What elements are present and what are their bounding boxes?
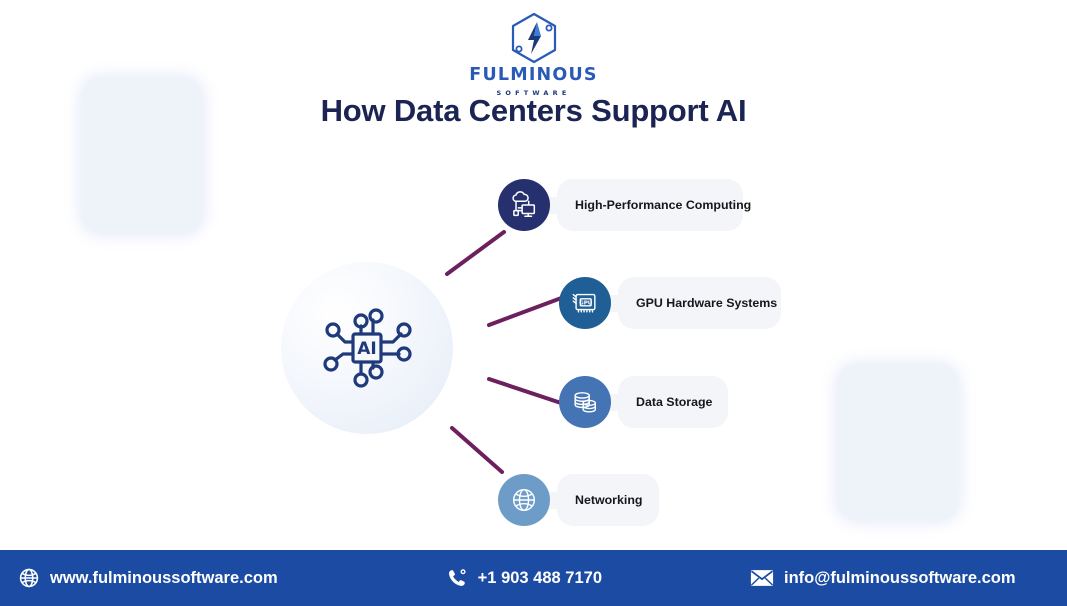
footer-website-text: www.fulminoussoftware.com	[50, 568, 278, 587]
deco-block-left	[82, 78, 202, 233]
gpu-icon-text: GPU	[579, 300, 593, 306]
connector-line-3	[487, 377, 566, 406]
node-data-storage[interactable]: Data Storage	[559, 376, 728, 428]
node-label-pill: Data Storage	[618, 376, 728, 428]
node-label-pill: High-Performance Computing	[557, 179, 751, 231]
envelope-icon	[750, 570, 774, 586]
deco-block-right	[838, 365, 958, 520]
connector-line-1	[445, 230, 506, 276]
node-high-performance-computing[interactable]: High-Performance Computing	[498, 179, 751, 231]
node-icon-circle	[498, 474, 550, 526]
node-label: High-Performance Computing	[575, 198, 752, 212]
database-stack-icon	[574, 392, 597, 413]
footer-email-text: info@fulminoussoftware.com	[784, 568, 1016, 587]
node-label: Networking	[575, 493, 643, 507]
node-label-pill: GPU Hardware Systems	[618, 277, 781, 329]
ai-hub: AI	[281, 262, 453, 434]
node-gpu-hardware-systems[interactable]: GPU GPU Hardware Systems	[559, 277, 781, 329]
connector-line-4	[450, 426, 504, 474]
brand-logo: FULMINOUS SOFTWARE	[0, 8, 1067, 97]
node-icon-circle: GPU	[559, 277, 611, 329]
node-icon-circle	[559, 376, 611, 428]
node-label: GPU Hardware Systems	[636, 296, 778, 310]
page-title: How Data Centers Support AI	[320, 93, 747, 128]
ai-chip-network-icon: AI	[323, 308, 412, 388]
node-label: Data Storage	[636, 395, 713, 409]
gpu-card-icon: GPU	[572, 293, 596, 313]
node-label-pill: Networking	[557, 474, 659, 526]
connector-line-2	[487, 295, 566, 327]
brand-tagline: SOFTWARE	[496, 88, 571, 97]
footer-email[interactable]: info@fulminoussoftware.com	[750, 568, 1016, 588]
node-icon-circle	[498, 179, 550, 231]
footer-phone[interactable]: +1 903 488 7170	[446, 567, 602, 589]
footer-bar: www.fulminoussoftware.com +1 903 488 717…	[0, 550, 1067, 606]
phone-icon	[448, 569, 466, 586]
cloud-computer-icon	[512, 191, 536, 217]
node-networking[interactable]: Networking	[498, 474, 659, 526]
globe-icon	[512, 488, 536, 512]
footer-website[interactable]: www.fulminoussoftware.com	[18, 567, 278, 589]
footer-phone-text: +1 903 488 7170	[477, 568, 603, 587]
globe-icon	[19, 568, 39, 588]
brand-name: FULMINOUS	[469, 65, 598, 85]
fulminous-hexagon-bolt-logo-icon	[511, 12, 556, 64]
ai-hub-label: AI	[357, 339, 376, 359]
